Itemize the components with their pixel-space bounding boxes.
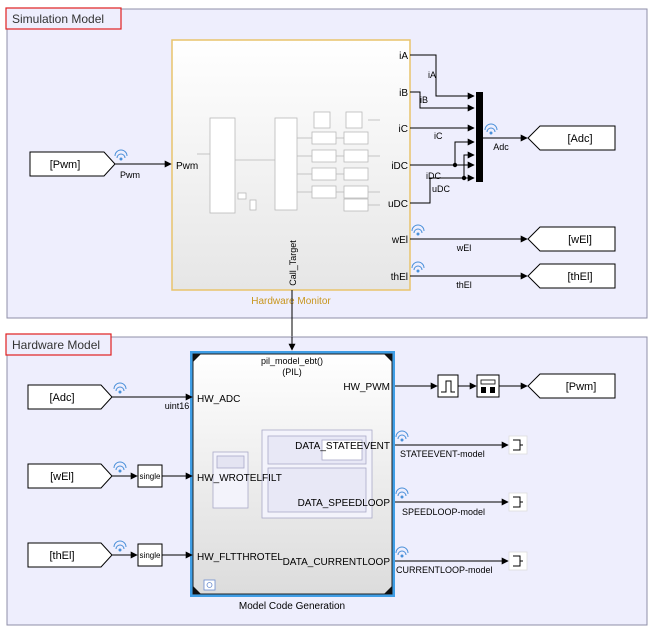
from-adc-label: [Adc] [49, 392, 74, 404]
from-wel-block[interactable] [27, 463, 113, 489]
monitor-port-ic: iC [399, 124, 408, 135]
signal-udc-label: uDC [432, 184, 451, 194]
signal-uint16-label: uint16 [165, 401, 190, 411]
signal-idc-label: iDC [426, 171, 441, 181]
pil-port-hw-fltthrotel: HW_FLTTHROTEL [197, 552, 283, 563]
pil-model-block[interactable] [190, 351, 395, 597]
pil-port-data-stateevent: DATA_STATEEVENT [295, 441, 390, 452]
signal-thel-label: thEl [456, 280, 472, 290]
signal-ib-line[interactable] [410, 91, 475, 112]
goto-thel-block[interactable] [527, 263, 616, 289]
signal-pwm-label: Pwm [120, 170, 140, 180]
signal-wel-label: wEl [456, 243, 472, 253]
pil-title-line2: (PIL) [282, 367, 302, 377]
from-wel-label: [wEl] [50, 471, 74, 483]
pil-settings-icon [203, 579, 216, 591]
thel-in-logging-icon [113, 540, 127, 552]
wel-logging-icon [411, 224, 425, 236]
terminator-speedloop-block[interactable] [508, 492, 528, 512]
terminator-currentloop-block[interactable] [508, 551, 528, 571]
branch-point-idc [452, 162, 458, 168]
from-thel-label: [thEl] [49, 550, 74, 562]
goto-adc-block[interactable] [527, 125, 616, 151]
pil-title-line1: pil_model_ebt() [261, 356, 323, 366]
hardware-model-label: Hardware Model [12, 338, 100, 352]
signal-ia-line[interactable] [410, 54, 475, 100]
hardware-monitor-block[interactable] [171, 39, 411, 291]
signal-speedloop-label: SPEEDLOOP-model [402, 507, 485, 517]
pil-port-hw-adc: HW_ADC [197, 394, 240, 405]
pil-caption: Model Code Generation [239, 601, 345, 612]
from-pwm-block[interactable] [29, 151, 116, 177]
monitor-internal-preview [197, 111, 380, 214]
zero-order-hold-block[interactable] [437, 374, 459, 398]
data-type-block[interactable] [476, 374, 500, 398]
terminator-stateevent-block[interactable] [508, 435, 528, 455]
from-adc-block[interactable] [27, 384, 113, 410]
signal-idc-branch[interactable] [454, 138, 475, 165]
monitor-port-udc: uDC [388, 199, 408, 210]
signal-ia-label: iA [428, 70, 436, 80]
convert-single-thel-label: single [140, 551, 161, 560]
adc-logging-icon [484, 123, 498, 135]
pil-port-hw-wrotelfilt: HW_WROTELFILT [197, 473, 282, 484]
signal-ic-label: iC [434, 131, 443, 141]
simulation-label-box [5, 7, 122, 30]
mux-block[interactable] [476, 92, 483, 182]
goto-adc-label: [Adc] [567, 133, 592, 145]
signal-currentloop-label: CURRENTLOOP-model [396, 565, 493, 575]
monitor-port-wel: wEl [391, 235, 408, 246]
stateevent-logging-icon [395, 430, 409, 442]
signal-udc-line[interactable] [410, 174, 475, 204]
hardware-label-box [5, 333, 112, 356]
adc-in-logging-icon [113, 382, 127, 394]
from-thel-block[interactable] [27, 542, 113, 568]
monitor-port-ib: iB [399, 88, 408, 99]
monitor-port-call-target: Call_Target [288, 240, 298, 286]
wel-in-logging-icon [113, 461, 127, 473]
goto-thel-label: [thEl] [567, 271, 592, 283]
goto-wel-block[interactable] [527, 226, 616, 252]
goto-pwm-label: [Pwm] [566, 381, 597, 393]
signal-ib-label: iB [420, 95, 428, 105]
goto-pwm-block[interactable] [527, 373, 616, 399]
monitor-port-ia: iA [399, 51, 408, 62]
pil-port-data-speedloop: DATA_SPEEDLOOP [298, 498, 391, 509]
pil-port-data-currentloop: DATA_CURRENTLOOP [283, 557, 391, 568]
signal-stateevent-label: STATEEVENT-model [400, 449, 485, 459]
thel-logging-icon [411, 261, 425, 273]
monitor-caption: Hardware Monitor [251, 296, 331, 307]
monitor-port-idc: iDC [391, 161, 408, 172]
pwm-logging-icon [114, 149, 128, 161]
goto-wel-label: [wEl] [568, 234, 592, 246]
signal-adc-label: Adc [493, 142, 509, 152]
currentloop-logging-icon [395, 546, 409, 558]
monitor-port-thel: thEl [391, 272, 408, 283]
signal-udc-branch[interactable] [463, 151, 475, 178]
monitor-port-pwm: Pwm [176, 161, 198, 172]
from-pwm-label: [Pwm] [50, 159, 81, 171]
speedloop-logging-icon [395, 487, 409, 499]
branch-point-udc [461, 175, 467, 181]
pil-port-hw-pwm: HW_PWM [343, 382, 390, 393]
convert-single-wel-label: single [140, 472, 161, 481]
simulation-model-label: Simulation Model [12, 12, 104, 26]
pil-internal-preview [212, 429, 373, 519]
